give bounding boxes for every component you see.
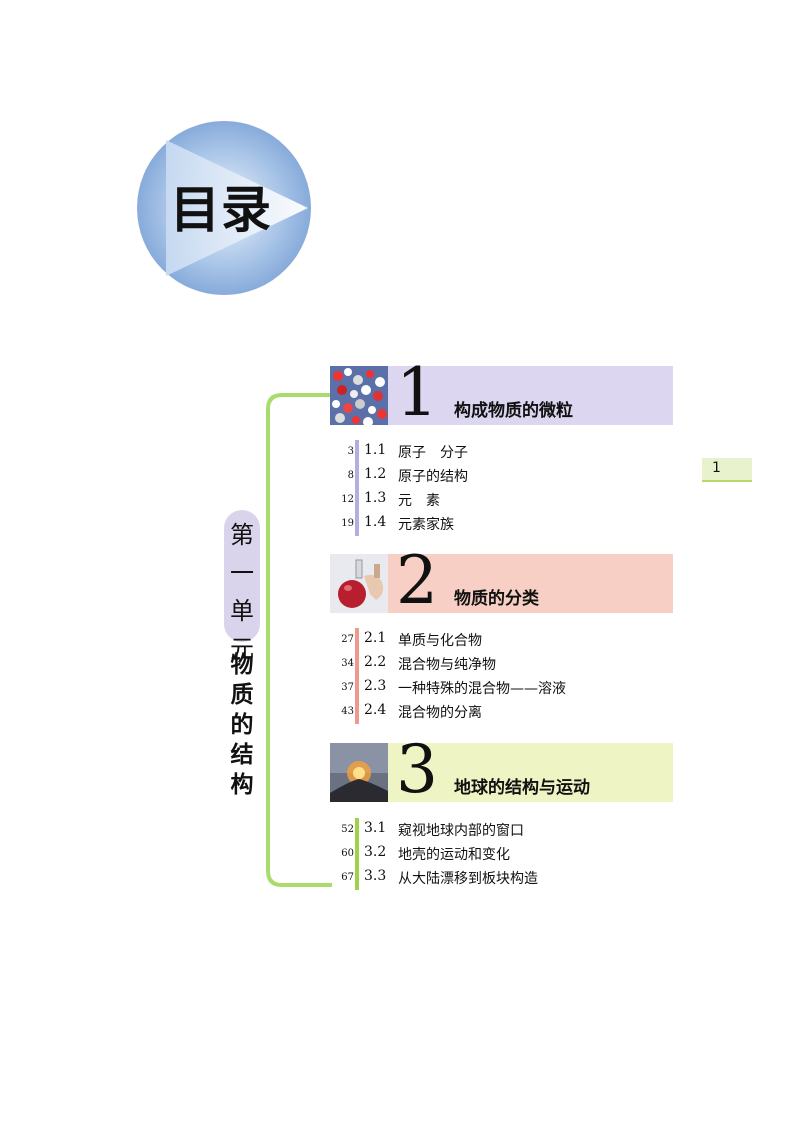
unit-number: 第一单元 [230, 521, 254, 663]
section-number: 3.1 [364, 820, 387, 836]
section-title: 混合物与纯净物 [398, 657, 496, 673]
section-bar [355, 866, 359, 890]
page-number-tab: 1 [702, 458, 752, 482]
chapter-number: 3 [396, 731, 438, 808]
page-number: 37 [341, 682, 354, 693]
page-number: 1 [712, 460, 721, 476]
section-number: 2.2 [364, 654, 387, 670]
chapter-number: 1 [396, 354, 438, 431]
chapter-3-header[interactable]: 3 地球的结构与运动 [330, 737, 673, 803]
section-number: 2.3 [364, 678, 387, 694]
page-number: 8 [347, 470, 354, 481]
flask-image [330, 554, 388, 613]
volcano-image [330, 743, 388, 802]
section-title: 混合物的分离 [398, 705, 482, 721]
page-number: 34 [341, 658, 354, 669]
section-number: 2.4 [364, 702, 387, 718]
page-number: 43 [341, 706, 354, 717]
page-number: 3 [347, 446, 354, 457]
chapter-1-sections: 3 1.1 原子 分子 8 1.2 原子的结构 12 1.3 元 素 19 1.… [330, 440, 630, 536]
section-number: 3.2 [364, 844, 387, 860]
page-title: 目录 [170, 180, 272, 239]
section-item[interactable]: 43 2.4 混合物的分离 [330, 700, 630, 724]
section-title: 窥视地球内部的窗口 [398, 823, 524, 839]
section-item[interactable]: 34 2.2 混合物与纯净物 [330, 652, 630, 676]
section-bar [355, 464, 359, 488]
section-bar [355, 700, 359, 724]
section-bar [355, 512, 359, 536]
page-tab-underline [702, 480, 752, 482]
section-item[interactable]: 52 3.1 窥视地球内部的窗口 [330, 818, 630, 842]
section-number: 3.3 [364, 868, 387, 884]
unit-bracket [262, 392, 334, 888]
section-bar [355, 818, 359, 842]
chapter-1-header[interactable]: 1 构成物质的微粒 [330, 360, 673, 426]
molecule-image [330, 366, 388, 425]
page-number: 27 [341, 634, 354, 645]
section-title: 一种特殊的混合物——溶液 [398, 681, 566, 697]
page-number: 19 [341, 518, 354, 529]
section-item[interactable]: 37 2.3 一种特殊的混合物——溶液 [330, 676, 630, 700]
section-bar [355, 440, 359, 464]
section-bar [355, 488, 359, 512]
section-bar [355, 842, 359, 866]
section-item[interactable]: 8 1.2 原子的结构 [330, 464, 630, 488]
section-number: 2.1 [364, 630, 387, 646]
section-item[interactable]: 60 3.2 地壳的运动和变化 [330, 842, 630, 866]
section-title: 原子 分子 [398, 445, 468, 461]
chapter-title: 构成物质的微粒 [454, 401, 573, 421]
section-item[interactable]: 19 1.4 元素家族 [330, 512, 630, 536]
title-emblem [136, 120, 312, 296]
section-item[interactable]: 27 2.1 单质与化合物 [330, 628, 630, 652]
section-number: 1.1 [364, 442, 387, 458]
section-bar [355, 676, 359, 700]
chapter-2-sections: 27 2.1 单质与化合物 34 2.2 混合物与纯净物 37 2.3 一种特殊… [330, 628, 630, 724]
section-title: 地壳的运动和变化 [398, 847, 510, 863]
section-title: 从大陆漂移到板块构造 [398, 871, 538, 887]
section-title: 元 素 [398, 493, 440, 509]
section-item[interactable]: 67 3.3 从大陆漂移到板块构造 [330, 866, 630, 890]
chapter-title: 地球的结构与运动 [454, 778, 590, 798]
page-number: 60 [341, 848, 354, 859]
section-title: 单质与化合物 [398, 633, 482, 649]
section-number: 1.4 [364, 514, 387, 530]
unit-pill [224, 510, 260, 642]
play-circle-icon [137, 121, 311, 295]
unit-name: 物质的结构 [230, 652, 254, 798]
chapter-number: 2 [396, 542, 438, 619]
page-number: 67 [341, 872, 354, 883]
chapter-3-sections: 52 3.1 窥视地球内部的窗口 60 3.2 地壳的运动和变化 67 3.3 … [330, 818, 630, 890]
chapter-title: 物质的分类 [454, 589, 539, 609]
section-number: 1.2 [364, 466, 387, 482]
section-item[interactable]: 3 1.1 原子 分子 [330, 440, 630, 464]
chapter-2-header[interactable]: 2 物质的分类 [330, 548, 673, 614]
page-number: 52 [341, 824, 354, 835]
section-bar [355, 652, 359, 676]
section-bar [355, 628, 359, 652]
page-number: 12 [341, 494, 354, 505]
section-title: 元素家族 [398, 517, 454, 533]
section-item[interactable]: 12 1.3 元 素 [330, 488, 630, 512]
section-title: 原子的结构 [398, 469, 468, 485]
section-number: 1.3 [364, 490, 387, 506]
